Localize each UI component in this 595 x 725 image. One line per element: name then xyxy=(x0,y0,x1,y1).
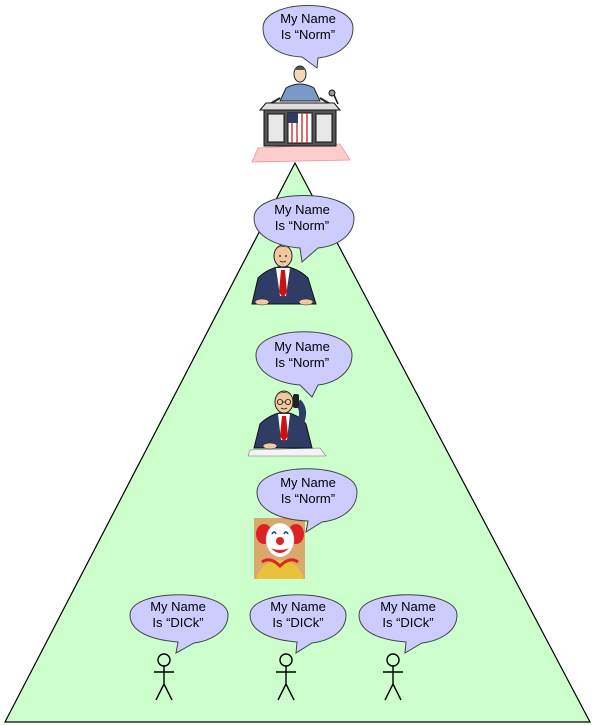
bubble-line-2: Is “DICk” xyxy=(382,615,433,630)
speech-bubble-bottom-right: My Name Is “DICk” xyxy=(358,594,458,654)
bubble-line-2: Is “DICk” xyxy=(272,615,323,630)
bubble-line-1: My Name xyxy=(150,599,206,614)
bubble-line-2: Is “DICk” xyxy=(152,615,203,630)
phone-businessman-icon xyxy=(247,390,327,457)
speech-bubble-top: My Name Is “Norm” xyxy=(262,5,354,69)
bubble-line-1: My Name xyxy=(270,599,326,614)
businessman-icon xyxy=(251,244,317,306)
speech-bubble-bottom-center: My Name Is “DICk” xyxy=(249,594,347,654)
bubble-line-1: My Name xyxy=(380,599,436,614)
bubble-line-2: Is “Norm” xyxy=(281,27,335,42)
speech-bubble-bottom-left: My Name Is “DICk” xyxy=(129,594,229,654)
stick-figure-icon xyxy=(154,653,174,701)
bubble-line-1: My Name xyxy=(280,11,336,26)
bubble-line-2: Is “Norm” xyxy=(281,491,335,506)
stick-figure-icon xyxy=(276,653,296,701)
bubble-line-1: My Name xyxy=(280,475,336,490)
bubble-line-1: My Name xyxy=(274,339,330,354)
speech-bubble-level2: My Name Is “Norm” xyxy=(255,331,353,398)
bubble-line-1: My Name xyxy=(274,202,330,217)
speech-bubble-level1: My Name Is “Norm” xyxy=(253,195,355,263)
clown-icon xyxy=(254,518,305,579)
speech-bubble-level3: My Name Is “Norm” xyxy=(256,468,358,534)
bubble-line-2: Is “Norm” xyxy=(275,355,329,370)
stick-figure-icon xyxy=(383,653,403,701)
bubble-line-2: Is “Norm” xyxy=(275,218,329,233)
executive-desk-icon xyxy=(251,65,351,163)
